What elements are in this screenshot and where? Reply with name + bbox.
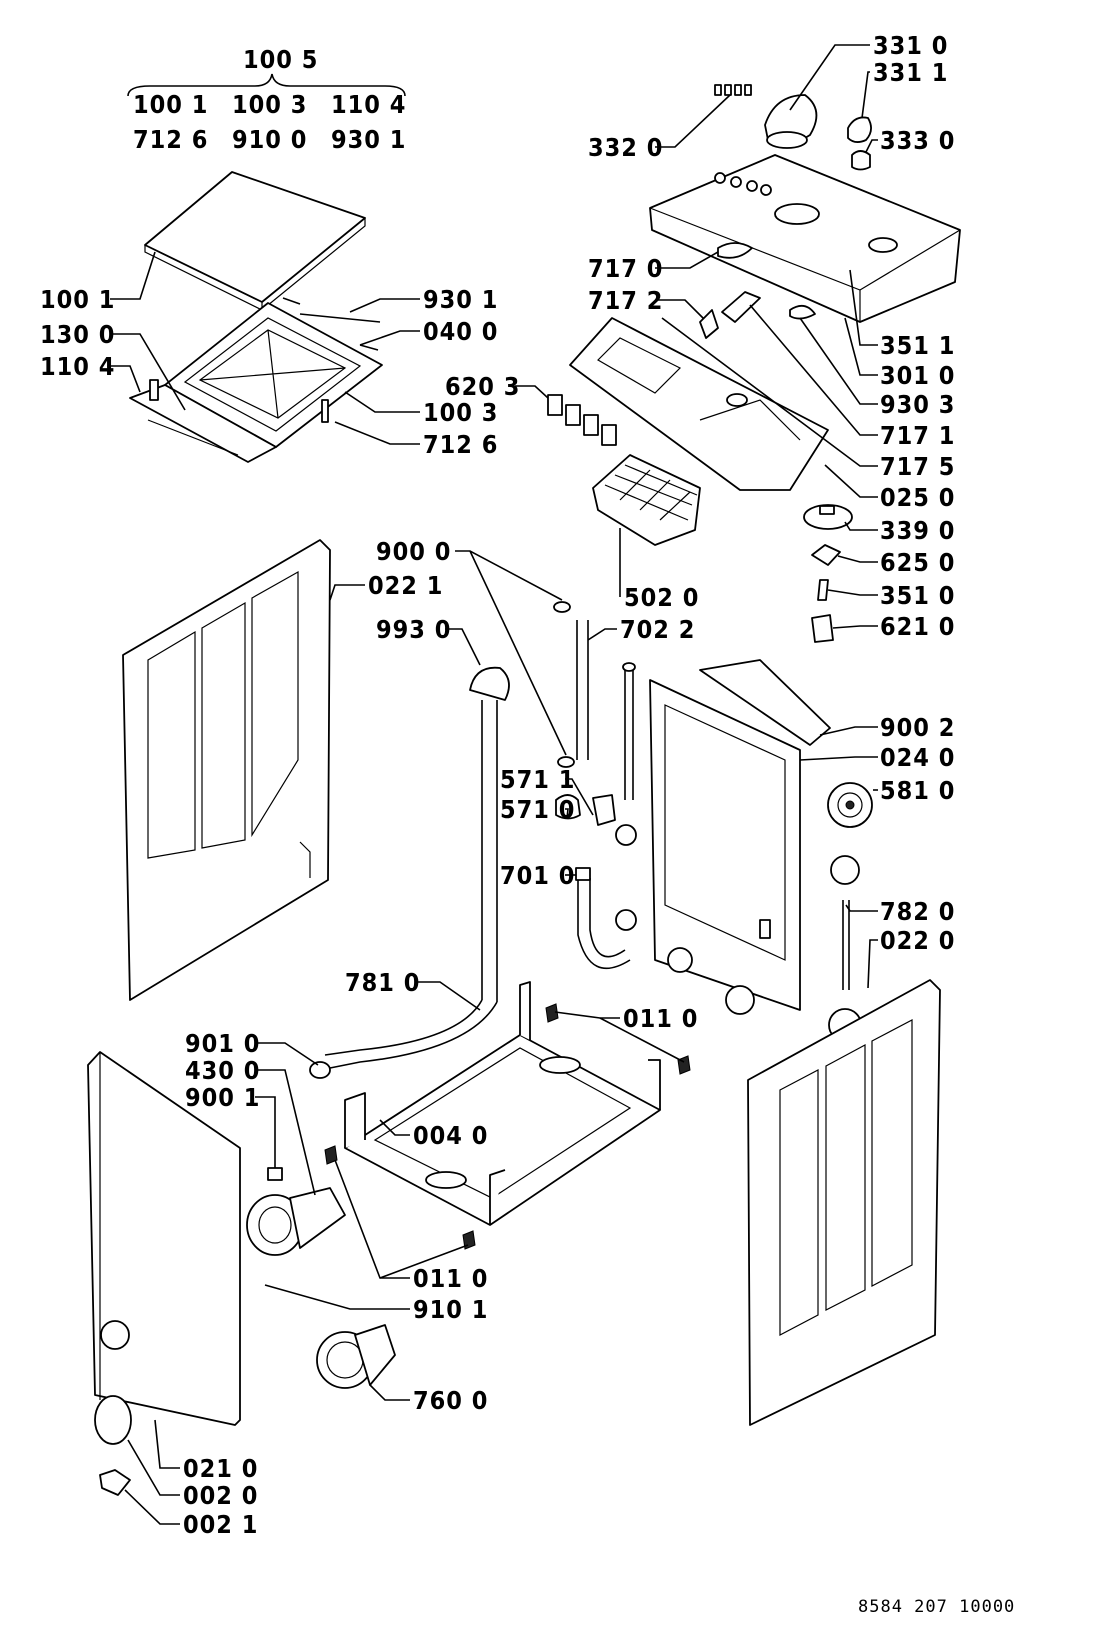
part-label-332-0: 332 0 <box>588 133 663 162</box>
part-label-910-1: 910 1 <box>413 1295 488 1324</box>
group-item: 100 1 <box>133 90 208 119</box>
base-frame-part <box>344 981 661 1226</box>
group-brace <box>127 73 406 97</box>
left-side-panel-part <box>122 539 331 1001</box>
part-label-110-4: 110 4 <box>40 352 115 381</box>
group-item: 712 6 <box>133 125 208 154</box>
group-item: 100 3 <box>232 90 307 119</box>
part-number-labels: 100 1 130 0 110 4 930 1 040 0 100 3 712 … <box>40 31 955 1539</box>
group-title: 100 5 <box>243 45 318 74</box>
part-label-581-0: 581 0 <box>880 776 955 805</box>
electronic-board-part <box>547 242 829 491</box>
diagram-reference-number: 8584 207 10000 <box>858 1597 1015 1617</box>
part-label-021-0: 021 0 <box>183 1454 258 1483</box>
part-label-024-0: 024 0 <box>880 743 955 772</box>
part-label-430-0: 430 0 <box>185 1056 260 1085</box>
filter-part <box>316 1324 396 1389</box>
part-label-930-1: 930 1 <box>423 285 498 314</box>
part-label-717-0: 717 0 <box>588 254 663 283</box>
part-label-022-0: 022 0 <box>880 926 955 955</box>
part-label-339-0: 339 0 <box>880 516 955 545</box>
part-label-011-0-right: 011 0 <box>623 1004 698 1033</box>
group-item: 910 0 <box>232 125 307 154</box>
part-label-331-1: 331 1 <box>873 58 948 87</box>
small-parts-right <box>803 504 853 643</box>
part-label-040-0: 040 0 <box>423 317 498 346</box>
group-item: 110 4 <box>331 90 406 119</box>
part-label-760-0: 760 0 <box>413 1386 488 1415</box>
front-panel-part <box>87 1051 241 1496</box>
part-label-022-1: 022 1 <box>368 571 443 600</box>
part-label-571-1: 571 1 <box>500 765 575 794</box>
top-lid-part <box>144 171 366 311</box>
control-module-part <box>592 454 701 546</box>
right-side-panel-part <box>747 979 941 1426</box>
part-label-717-5: 717 5 <box>880 452 955 481</box>
part-label-004-0: 004 0 <box>413 1121 488 1150</box>
part-label-625-0: 625 0 <box>880 548 955 577</box>
control-panel-part <box>649 154 961 323</box>
part-label-717-2: 717 2 <box>588 286 663 315</box>
part-label-930-3: 930 3 <box>880 390 955 419</box>
drain-pump-part <box>246 1167 346 1256</box>
part-label-717-1: 717 1 <box>880 421 955 450</box>
part-label-571-0: 571 0 <box>500 795 575 824</box>
part-label-701-0: 701 0 <box>500 861 575 890</box>
part-label-702-2: 702 2 <box>620 615 695 644</box>
part-label-712-6: 712 6 <box>423 430 498 459</box>
part-label-781-0: 781 0 <box>345 968 420 997</box>
part-label-002-1: 002 1 <box>183 1510 258 1539</box>
part-label-782-0: 782 0 <box>880 897 955 926</box>
hose-parts <box>309 601 589 1079</box>
assembly-group-header: 100 5 100 1 100 3 110 4 712 6 910 0 930 … <box>127 45 406 154</box>
top-frame-part <box>129 297 383 463</box>
part-label-301-0: 301 0 <box>880 361 955 390</box>
group-item: 930 1 <box>331 125 406 154</box>
pressure-switch-part <box>555 662 637 970</box>
part-label-993-0: 993 0 <box>376 615 451 644</box>
part-label-620-3: 620 3 <box>445 372 520 401</box>
motor-part <box>827 782 873 1042</box>
part-label-502-0: 502 0 <box>624 583 699 612</box>
part-label-100-1: 100 1 <box>40 285 115 314</box>
part-label-900-1: 900 1 <box>185 1083 260 1112</box>
leader-lines <box>110 44 878 1525</box>
part-label-900-0: 900 0 <box>376 537 451 566</box>
part-label-011-0-left: 011 0 <box>413 1264 488 1293</box>
part-label-100-3: 100 3 <box>423 398 498 427</box>
part-label-130-0: 130 0 <box>40 320 115 349</box>
part-label-901-0: 901 0 <box>185 1029 260 1058</box>
knob-parts <box>714 84 872 171</box>
part-label-900-2: 900 2 <box>880 713 955 742</box>
foot-parts <box>324 1003 691 1250</box>
part-label-351-1: 351 1 <box>880 331 955 360</box>
rear-panel-part <box>649 659 831 1015</box>
part-label-002-0: 002 0 <box>183 1481 258 1510</box>
part-label-351-0: 351 0 <box>880 581 955 610</box>
part-label-621-0: 621 0 <box>880 612 955 641</box>
part-label-025-0: 025 0 <box>880 483 955 512</box>
part-label-333-0: 333 0 <box>880 126 955 155</box>
part-label-331-0: 331 0 <box>873 31 948 60</box>
